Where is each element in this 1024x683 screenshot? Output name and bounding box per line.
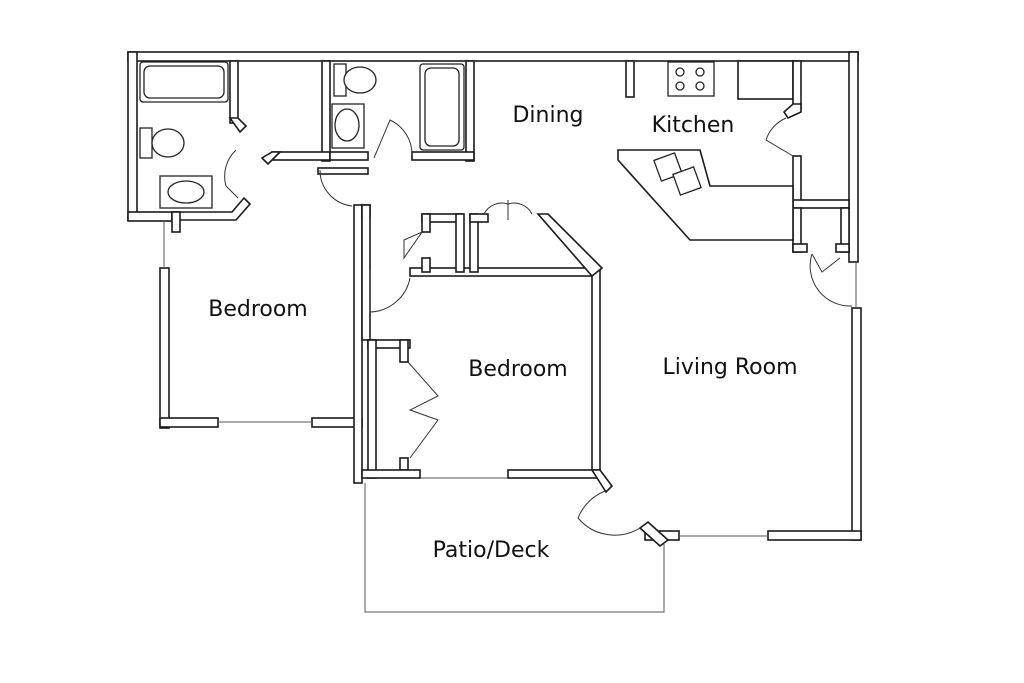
room-label-patio: Patio/Deck [433,538,550,563]
room-label-dining: Dining [512,103,583,128]
kitchen-island [617,149,794,241]
room-label-kitchen: Kitchen [652,113,735,138]
toilet-tank-icon [139,127,153,159]
sink-icon [334,108,360,142]
room-label-bedroom-center: Bedroom [468,357,568,382]
room-label-living-room: Living Room [662,355,797,380]
stove-icon [667,61,715,97]
room-label-bedroom-left: Bedroom [208,297,308,322]
sink-icon [167,180,205,204]
room-labels: Dining Kitchen Bedroom Bedroom Living Ro… [208,103,797,563]
bathroom-fixtures [139,61,465,209]
patio-outline [364,483,665,613]
windows [163,221,857,537]
toilet-icon [343,66,377,94]
door-swings [224,117,853,536]
interior-walls [171,60,850,548]
toilet-icon [151,128,185,158]
